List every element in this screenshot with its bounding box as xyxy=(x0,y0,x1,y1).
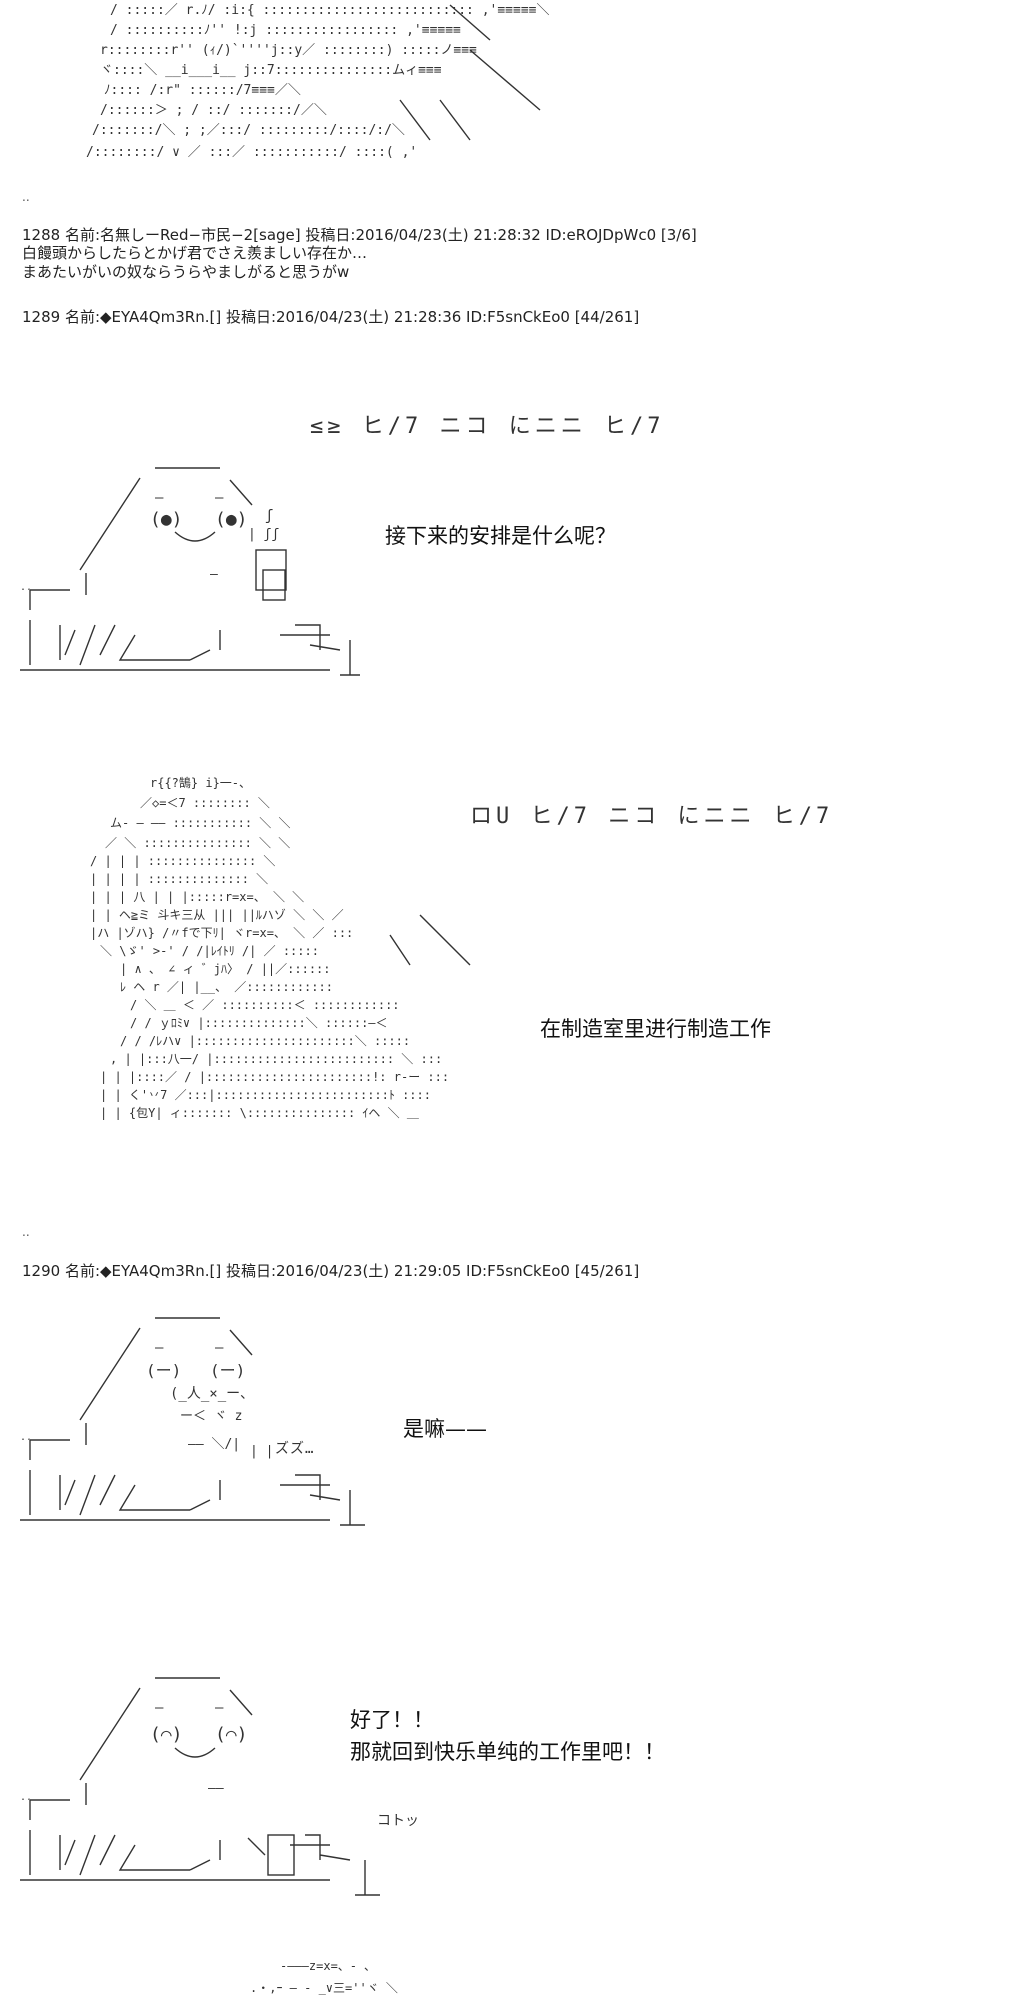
svg-text:(⌒): (⌒) xyxy=(215,1724,248,1745)
svg-text:..: .. xyxy=(20,582,32,593)
svg-text:ム‐ ― ―― ::::::::::: ＼: ム‐ ― ―― ::::::::::: ＼ ＼ xyxy=(110,816,291,830)
svg-text:| |: | | xyxy=(250,1444,273,1459)
svg-text:(●): (●) xyxy=(150,509,183,530)
dialog-text-2: 在制造室里进行制造工作 xyxy=(540,1017,771,1041)
svg-text:＼ \ゞ' >-' / /|ﾚｲﾄﾘ /|: ＼ \ゞ' >-' / /|ﾚｲﾄﾘ /| ／ ::::: xyxy=(100,944,319,958)
ascii-art-blob-3: ― ― (⌒) (⌒) ―― .. xyxy=(20,1677,380,1896)
svg-text:..: .. xyxy=(20,1792,32,1803)
post-header-1288: 1288 名前:名無しーRed−市民−2[sage] 投稿日:2016/04/2… xyxy=(22,226,697,244)
post-header-1290: 1290 名前:◆EYA4Qm3Rn.[] 投稿日:2016/04/23(土) … xyxy=(22,1262,640,1280)
svg-text:/ ＼ ＿ ＜ ／ ::::::::::＜ ::::: / ＼ ＿ ＜ ／ ::::::::::＜ :::::::::::: xyxy=(130,998,400,1012)
svg-text:| | ヘ≧ミ 斗キ三从 ||| ||ﾙハゾ ＼: | | ヘ≧ミ 斗キ三从 ||| ||ﾙハゾ ＼ ＼ ／ xyxy=(90,908,344,922)
svg-text:| | |::::／ / |:::::::::: | | |::::／ / |:::::::::::::::::::::::!: … xyxy=(100,1070,449,1084)
svg-text:―: ― xyxy=(155,1340,164,1356)
svg-text:/ :::::／ r.ﾉ/ :i:{ :::::::::::: / :::::／ r.ﾉ/ :i:{ :::::::::::::::::::::… xyxy=(110,3,550,18)
svg-text:, | |:::八一/ |:::::::::::: , | |:::八一/ |::::::::::::::::::::::::: ＼… xyxy=(110,1052,442,1066)
sound-effect-text: ロU ヒ/7 ニコ にニニ ヒ/7 xyxy=(470,804,834,829)
svg-text:ﾚ ヘ r ／| |__、 ／:::::: ﾚ ヘ r ／| |__、 ／:::::::::::: xyxy=(120,980,333,994)
separator-dot: .. xyxy=(22,190,30,204)
dialog-text-4b: 那就回到快乐单纯的工作里吧！！ xyxy=(350,1740,665,1764)
ascii-art-blob-2: ― ― (ー) (ー) (_人_×_ー、 ー＜ ヾ z | | ―― ＼/| .… xyxy=(20,1317,365,1526)
sound-effect-text: ≤≥ ヒ/7 ニコ にニニ ヒ/7 xyxy=(310,414,665,439)
dialog-text-1: 接下来的安排是什么呢？ xyxy=(385,524,616,548)
svg-text:／ ＼ :::::::::::: ／ ＼ ::::::::::::::: ＼ ＼ xyxy=(105,836,290,850)
svg-text:ﾉ:::: /:r" ::::::/7≡≡: ﾉ:::: /:r" ::::::/7≡≡≡／＼ xyxy=(104,83,301,98)
svg-text:| ∧ 、 ∠ ィ ゛jﾊ〉 / ||: | ∧ 、 ∠ ィ ゛jﾊ〉 / ||／:::::: xyxy=(120,962,331,976)
svg-text:―: ― xyxy=(215,1340,224,1356)
svg-text:| ʃʃ: | ʃʃ xyxy=(248,527,279,542)
svg-text:| | く'丷7 ／:::|:::::::::: | | く'丷7 ／:::|::::::::::::::::::::::::ﾄ … xyxy=(100,1088,431,1102)
svg-text:ー＜ ヾ z: ー＜ ヾ z xyxy=(180,1409,242,1424)
svg-text:/::::::::/ ∨ ／ :::／ :::::::::: /::::::::/ ∨ ／ :::／ :::::::::::/ ::::( ,… xyxy=(86,145,417,160)
svg-text:‐―――z=x=、‐ ､: ‐―――z=x=、‐ ､ xyxy=(280,1959,370,1973)
svg-text:| | | | :::::::: | | | | :::::::::::::: ＼ xyxy=(90,872,268,886)
svg-text:(⌒): (⌒) xyxy=(150,1724,183,1745)
dialog-text-3: 是嘛—— xyxy=(403,1417,487,1441)
svg-text:―― ＼/|: ―― ＼/| xyxy=(188,1437,240,1452)
svg-text:r::::::::r'' (ｨ/)`''''j::y／ ::: r::::::::r'' (ｨ/)`''''j::y／ ::::::::) ::… xyxy=(100,43,477,58)
svg-text:／◇=＜7 :::::::: ＼: ／◇=＜7 :::::::: ＼ xyxy=(140,796,270,810)
post-line: まあたいがいの奴ならうらやましがると思うがw xyxy=(22,263,350,281)
svg-text:―: ― xyxy=(155,1700,164,1716)
svg-text:―: ― xyxy=(215,1700,224,1716)
svg-text:ʃ: ʃ xyxy=(265,508,273,524)
svg-text:.・,ｰ ― ‐ _∨三=''ヾ ＼: .・,ｰ ― ‐ _∨三=''ヾ ＼ xyxy=(250,1981,398,1995)
ascii-art-blob-1: ― ― (●) (●) ʃ | ʃʃ ― .. xyxy=(20,467,360,676)
post-header-1289: 1289 名前:◆EYA4Qm3Rn.[] 投稿日:2016/04/23(土) … xyxy=(22,308,640,326)
svg-text:―: ― xyxy=(210,567,218,582)
svg-text:/:::::::/＼ ; ;／:::/ :::::::::: /:::::::/＼ ; ;／:::/ :::::::::/::::/:/＼ xyxy=(92,123,405,138)
ascii-art-bottom: ‐―――z=x=、‐ ､ .・,ｰ ― ‐ _∨三=''ヾ ＼ xyxy=(250,1959,398,1995)
post-body-1288: 白饅頭からしたらとかげ君でさえ羨ましい存在か… まあたいがいの奴ならうらやましが… xyxy=(22,244,367,282)
svg-text:|ハ |ゾハ} /〃fで下ﾘ| ヾr=x=、 ＼: |ハ |ゾハ} /〃fで下ﾘ| ヾr=x=、 ＼ ／ ::: xyxy=(90,926,353,940)
dialog-text-4a: 好了！！ xyxy=(350,1708,434,1732)
svg-text:| | {包Y| ィ::::::: \:::::: | | {包Y| ィ::::::: \::::::::::::::: ｲヘ ＼ … xyxy=(100,1106,419,1120)
separator-dot: .. xyxy=(22,1225,30,1239)
svg-text:| | | 八 | | |:::::r=x=、: | | | 八 | | |:::::r=x=、 ＼ ＼ xyxy=(90,890,304,904)
svg-text:――: ―― xyxy=(208,1781,224,1796)
svg-text:(_人_×_ー、: (_人_×_ー、 xyxy=(170,1386,254,1402)
svg-text:ヾ::::＼ __i___i__ j::7:::::::::: ヾ::::＼ __i___i__ j::7:::::::::::::::ムィ≡≡… xyxy=(100,63,442,78)
svg-text:r{{?鵠} i}一‐、: r{{?鵠} i}一‐、 xyxy=(150,776,251,790)
svg-text:(●): (●) xyxy=(215,509,248,530)
svg-text:/ ::::::::::ﾉ'' !:j :::::::::: / ::::::::::ﾉ'' !:j ::::::::::::::::: ,'… xyxy=(110,23,461,38)
svg-text:..: .. xyxy=(20,1432,32,1443)
svg-text:/ / /ﾚハ∨ |::::::::::::::: / / /ﾚハ∨ |::::::::::::::::::::::＼ ::::: xyxy=(120,1034,410,1048)
svg-text:/ | | | :::::::::: / | | | ::::::::::::::: ＼ xyxy=(90,854,275,868)
svg-text:―: ― xyxy=(155,490,164,506)
svg-text:/::::::＞ ; / ::/ :::::::/: /::::::＞ ; / ::/ :::::::/／＼ xyxy=(100,103,327,118)
post-line: 白饅頭からしたらとかげ君でさえ羨ましい存在か… xyxy=(22,244,368,262)
sound-effect-text: ズズ… xyxy=(275,1441,315,1457)
svg-text:(ー): (ー) xyxy=(146,1361,181,1380)
ascii-art-girl: r{{?鵠} i}一‐、 ／◇=＜7 :::::::: ＼ ム‐ ― ―― ::… xyxy=(90,776,471,1120)
sound-effect-text: コトッ xyxy=(377,1813,419,1829)
svg-text:/ / ｙﾛﾐ∨ |::::::::::::::: / / ｙﾛﾐ∨ |::::::::::::::＼ ::::::―＜ xyxy=(130,1016,388,1030)
svg-text:(ー): (ー) xyxy=(210,1361,245,1380)
ascii-art-top: / :::::／ r.ﾉ/ :i:{ :::::::::::::::::::::… xyxy=(86,3,550,160)
svg-text:―: ― xyxy=(215,490,224,506)
